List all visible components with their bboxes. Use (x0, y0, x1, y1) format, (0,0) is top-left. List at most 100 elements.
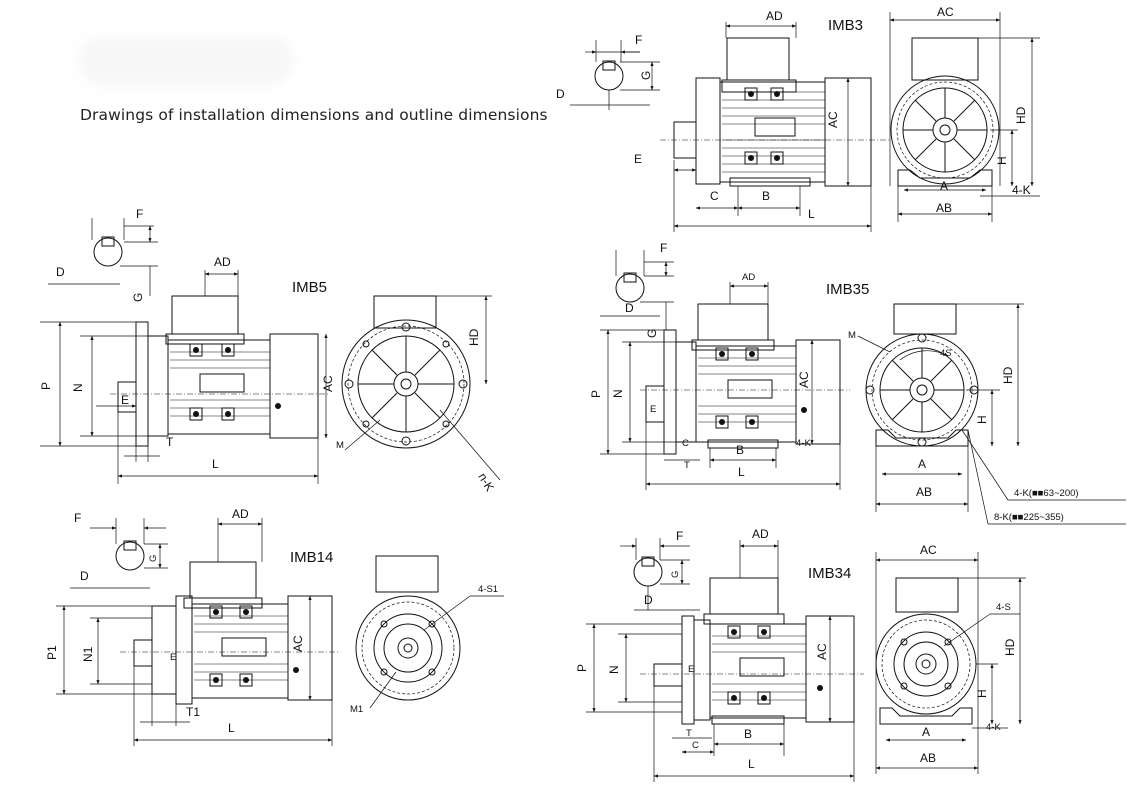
imb14-ad-label: AD (232, 507, 249, 521)
imb3-d-label: D (556, 87, 565, 101)
imb14-ac-label: AC (291, 635, 305, 652)
imb34-g-label: G (670, 571, 681, 578)
imb35-b-label: B (736, 443, 744, 457)
imb3-4k-label: 4-K (1012, 183, 1031, 197)
imb34-t-label: T (686, 728, 692, 739)
imb5-e-label: E (121, 393, 129, 407)
imb35-l-label: L (738, 465, 745, 479)
imb35-p-label: P (589, 390, 603, 398)
imb14-m1-label: M1 (350, 704, 363, 715)
imb34-l-label: L (748, 757, 755, 771)
imb35-side-view: AD IMB35 P N E C T B 4-K L (589, 272, 869, 490)
imb3-c-label: C (710, 189, 719, 203)
imb3-l-label: L (808, 207, 815, 221)
imb5-n-label: N (71, 383, 85, 392)
imb35-e-label: E (650, 404, 656, 415)
imb5-title: IMB5 (292, 279, 327, 296)
imb5-p-label: P (39, 382, 53, 390)
imb34-p-label: P (575, 664, 589, 672)
imb35-note-2: 8-K(■■225~355) (994, 512, 1064, 523)
imb14-n1-label: N1 (81, 646, 95, 662)
imb5-ac-label: AC (321, 375, 335, 392)
page-caption: Drawings of installation dimensions and … (80, 106, 548, 124)
imb35-note-1: 4-K(■■63~200) (1014, 488, 1079, 499)
imb3-f-label: F (635, 33, 642, 47)
imb34-c-label: C (692, 740, 699, 751)
view-imb14: F G D (45, 507, 504, 746)
imb5-side-view: AD IMB5 P N E T L AC (39, 255, 335, 484)
imb35-title: IMB35 (826, 281, 869, 298)
imb3-shaft-section: F G D (556, 33, 660, 110)
imb35-c-label: C (682, 438, 689, 449)
imb34-end-view: AC 4-S HD H 4-K A AB (875, 543, 1026, 774)
imb14-l-label: L (228, 721, 235, 735)
imb3-g-label: G (639, 71, 653, 80)
imb5-shaft-section: F G D (48, 207, 158, 302)
imb3-b-label: B (762, 189, 770, 203)
view-imb35: F G D (589, 241, 1126, 525)
imb5-m-label: M (336, 440, 344, 451)
imb5-hd-label: HD (467, 328, 481, 346)
imb14-title: IMB14 (290, 549, 333, 566)
imb5-end-view: HD n-K M (336, 295, 501, 494)
imb3-ad-label: AD (766, 9, 783, 23)
imb14-end-view: 4-S1 M1 (350, 555, 504, 715)
imb34-4k-label: 4-K (986, 722, 1001, 733)
imb14-side-view: AD IMB14 P1 N1 E T1 L AC (45, 507, 340, 746)
imb3-a-label: A (940, 179, 948, 193)
imb34-b-label: B (744, 727, 752, 741)
imb35-ad-label: AD (742, 272, 755, 283)
imb5-d-label: D (56, 265, 65, 279)
imb5-l-label: L (212, 457, 219, 471)
imb34-end-ac-label: AC (920, 543, 937, 557)
imb3-end-view: AC HD H A AB 4-K (889, 5, 1040, 222)
imb34-ad-label: AD (752, 527, 769, 541)
imb35-h-label: H (975, 415, 989, 424)
imb3-end-ac-label: AC (937, 5, 954, 19)
imb35-n-label: N (611, 389, 625, 398)
imb34-hd-label: HD (1003, 638, 1017, 656)
imb34-ab-label: AB (920, 751, 936, 765)
imb3-e-label: E (634, 152, 642, 166)
imb3-title: IMB3 (828, 17, 863, 34)
imb5-nk-label: n-K (475, 471, 496, 494)
imb14-e-label: E (170, 652, 176, 663)
imb35-ab-label: AB (916, 485, 932, 499)
imb3-hd-label: HD (1014, 106, 1028, 124)
imb3-ac-label: AC (826, 111, 840, 128)
imb34-f-label: F (676, 529, 683, 543)
imb34-d-label: D (644, 593, 653, 607)
view-imb34: F G D (575, 527, 1026, 782)
imb34-ac-label: AC (815, 643, 829, 660)
blurred-logo (78, 36, 294, 86)
imb3-ab-label: AB (936, 201, 952, 215)
imb35-ac-label: AC (797, 371, 811, 388)
imb35-a-label: A (918, 457, 926, 471)
imb35-d-label: D (625, 301, 634, 315)
view-imb5: F G D (39, 207, 501, 494)
imb35-end-view: 4S M HD H A AB 4-K(■■63~200) 8-K(■■2 (848, 303, 1126, 525)
imb14-p1-label: P1 (45, 645, 59, 660)
imb35-4k-label: 4-K (796, 438, 811, 449)
imb34-n-label: N (607, 665, 621, 674)
imb5-g-label: G (131, 293, 145, 302)
imb14-f-label: F (74, 511, 81, 525)
imb14-d-label: D (80, 569, 89, 583)
imb5-t-label: T (166, 435, 174, 449)
imb35-t-label: T (684, 460, 690, 471)
imb34-h-label: H (975, 689, 989, 698)
imb14-t1-label: T1 (186, 705, 200, 719)
imb35-f-label: F (660, 241, 667, 255)
imb14-4s1-label: 4-S1 (478, 584, 498, 595)
imb34-shaft-section: F G D (620, 529, 700, 611)
imb14-shaft-section: F G D (70, 511, 168, 589)
imb34-4s-label: 4-S (996, 602, 1011, 613)
imb5-f-label: F (136, 207, 143, 221)
imb34-side-view: AD IMB34 P N E T C B L (575, 527, 864, 782)
imb35-m-label: M (848, 330, 856, 341)
imb35-4s-label: 4S (940, 348, 952, 359)
imb3-h-label: H (995, 156, 1009, 165)
imb35-shaft-section: F G D (600, 241, 674, 338)
